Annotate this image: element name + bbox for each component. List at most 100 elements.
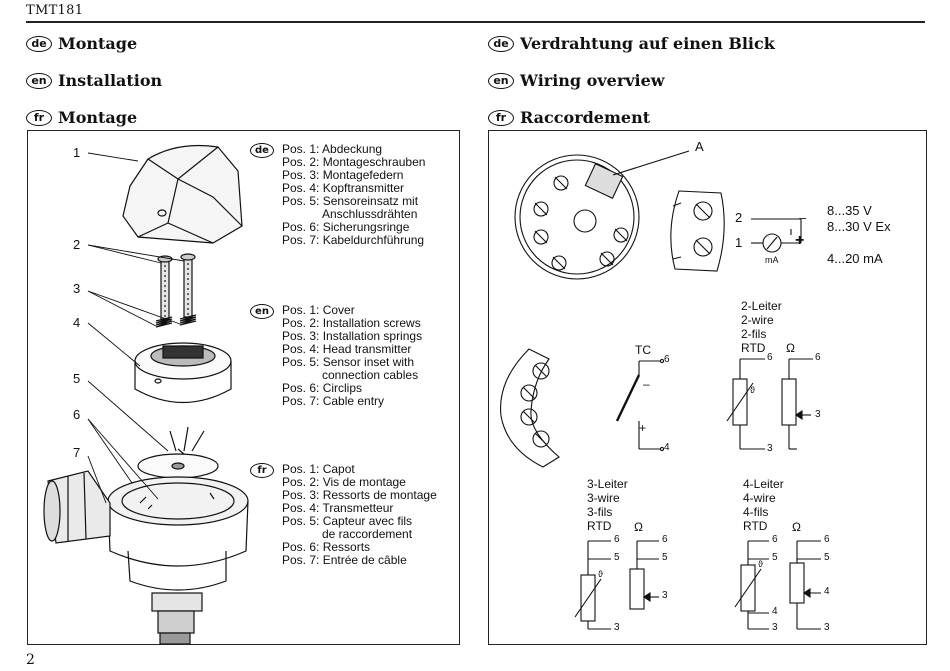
- legend-item: Pos. 5: Sensor inset with: [282, 355, 415, 369]
- legend-item: Pos. 3: Ressorts de montage: [282, 488, 437, 502]
- callout-6: 6: [73, 407, 81, 422]
- supply-terminal-2: 2: [735, 210, 743, 225]
- cable-entry-part: [43, 470, 111, 544]
- supply-voltage-ex: 8...30 V Ex: [827, 219, 891, 234]
- supply-terminal-1: 1: [735, 235, 743, 250]
- wiring-diagram: [500, 150, 821, 630]
- rtd2-label-en: 2-wire: [741, 313, 774, 327]
- supply-voltage: 8...35 V: [827, 203, 872, 218]
- rtd3-label-fr: 3-fils: [587, 505, 613, 519]
- rtd4-label-fr: 4-fils: [743, 505, 769, 519]
- legend-item: Anschlussdrähten: [322, 207, 418, 221]
- tc-terminal-4: 4: [664, 442, 670, 453]
- lang-badge-de: de: [26, 35, 52, 52]
- sensor-wires: [137, 426, 219, 479]
- rtd3-header: 3-Leiter 3-wire 3-fils RTD: [587, 477, 628, 533]
- legend-item: Pos. 6: Ressorts: [282, 540, 371, 554]
- heading-de-verdrahtung: de Verdrahtung auf einen Blick: [488, 34, 775, 53]
- rtd2-terminal-6a: 6: [767, 352, 773, 363]
- rtd4-rtd: RTD: [743, 519, 768, 533]
- thermocouple-symbol: [615, 358, 665, 452]
- lang-badge-de: de: [250, 143, 274, 158]
- legend-item: Pos. 7: Entrée de câble: [282, 553, 407, 567]
- legend-item: Pos. 1: Abdeckung: [282, 142, 383, 156]
- rtd2-theta: ϑ: [750, 385, 755, 395]
- tc-terminal-6: 6: [664, 354, 670, 365]
- rtd-2wire-symbol: [726, 358, 813, 450]
- rtd3-terminal-5a: 5: [614, 552, 620, 563]
- lang-badge-en: en: [250, 304, 274, 319]
- legend-item: de raccordement: [322, 527, 413, 541]
- rtd4-terminal-4b: 4: [824, 586, 830, 597]
- exploded-assembly-drawing: [43, 144, 249, 644]
- rtd3-label-de: 3-Leiter: [587, 477, 628, 491]
- output-current: 4...20 mA: [827, 251, 883, 266]
- header-rule: [26, 21, 925, 23]
- springs-part: [155, 314, 197, 328]
- rtd4-label-de: 4-Leiter: [743, 477, 784, 491]
- heading-title: Installation: [58, 71, 163, 90]
- heading-title: Verdrahtung auf einen Blick: [520, 34, 775, 53]
- rtd3-terminal-6b: 6: [662, 534, 668, 545]
- callout-4: 4: [73, 315, 81, 330]
- screws-part: [157, 253, 196, 320]
- rtd3-rtd: RTD: [587, 519, 612, 533]
- legend-item: Pos. 6: Circlips: [282, 381, 363, 395]
- supply-plus: +: [795, 232, 805, 249]
- rtd3-terminal-3b: 3: [662, 590, 668, 601]
- callout-5: 5: [73, 371, 81, 386]
- rtd2-terminal-3b: 3: [815, 409, 821, 420]
- document-id: TMT181: [26, 3, 84, 18]
- rtd4-theta: ϑ: [758, 559, 763, 569]
- heading-title: Montage: [58, 34, 138, 53]
- heading-en-installation: en Installation: [26, 71, 162, 90]
- lang-badge-fr: fr: [488, 109, 514, 126]
- lang-badge-fr: fr: [250, 463, 274, 478]
- tc-plus: +: [639, 421, 647, 435]
- rtd2-rtd: RTD: [741, 341, 766, 355]
- lang-badge-en: en: [488, 72, 514, 89]
- rtd4-terminal-6b: 6: [824, 534, 830, 545]
- rtd4-terminal-3b: 3: [824, 622, 830, 633]
- rtd4-header: 4-Leiter 4-wire 4-fils RTD: [743, 477, 784, 533]
- label-a: A: [695, 139, 704, 154]
- rtd3-label-en: 3-wire: [587, 491, 620, 505]
- rtd2-terminal-6b: 6: [815, 352, 821, 363]
- heading-en-wiring: en Wiring overview: [488, 71, 665, 90]
- terminal-strip-left: [500, 348, 560, 468]
- legend-list: Pos. 1: Capot Pos. 2: Vis de montage Pos…: [282, 463, 437, 567]
- legend-item: Pos. 2: Montageschrauben: [282, 155, 426, 169]
- rtd4-label-en: 4-wire: [743, 491, 776, 505]
- tc-minus: –: [643, 377, 650, 391]
- lang-badge-fr: fr: [26, 109, 52, 126]
- installation-panel: 1 2 3 4 5 6 7 de Pos. 1: Abdeckung Pos. …: [27, 130, 460, 645]
- rtd2-omega: Ω: [786, 341, 795, 355]
- legend-item: Pos. 4: Kopftransmitter: [282, 181, 405, 195]
- heading-fr-montage: fr Montage: [26, 108, 137, 127]
- heading-title: Raccordement: [520, 108, 651, 127]
- legend-item: Pos. 1: Capot: [282, 462, 355, 476]
- page-number: 2: [26, 652, 35, 668]
- rtd4-omega: Ω: [792, 520, 801, 534]
- transmitter-part: [134, 342, 232, 403]
- lang-badge-de: de: [488, 35, 514, 52]
- heading-title: Montage: [58, 108, 138, 127]
- callout-1: 1: [73, 145, 81, 160]
- callout-3: 3: [73, 281, 81, 296]
- legend-item: Pos. 2: Vis de montage: [282, 475, 406, 489]
- heading-de-montage: de Montage: [26, 34, 137, 53]
- wiring-panel: A 2 1 – + mA 8...35 V 8...30 V Ex 4...20…: [488, 130, 927, 645]
- transmitter-top-view: [514, 150, 690, 280]
- terminal-block-side: [670, 190, 725, 272]
- legend-item: Pos. 1: Cover: [282, 303, 355, 317]
- legend-item: Pos. 6: Sicherungsringe: [282, 220, 410, 234]
- cover-part: [122, 144, 243, 244]
- callout-7: 7: [73, 445, 81, 460]
- rtd4-terminal-5b: 5: [824, 552, 830, 563]
- legend-item: Pos. 5: Capteur avec fils: [282, 514, 413, 528]
- legend-item: Pos. 3: Montagefedern: [282, 168, 404, 182]
- supply-ma: mA: [765, 255, 779, 265]
- rtd-4wire-symbol: [734, 540, 821, 630]
- heading-title: Wiring overview: [520, 71, 665, 90]
- rtd4-terminal-4a: 4: [772, 606, 778, 617]
